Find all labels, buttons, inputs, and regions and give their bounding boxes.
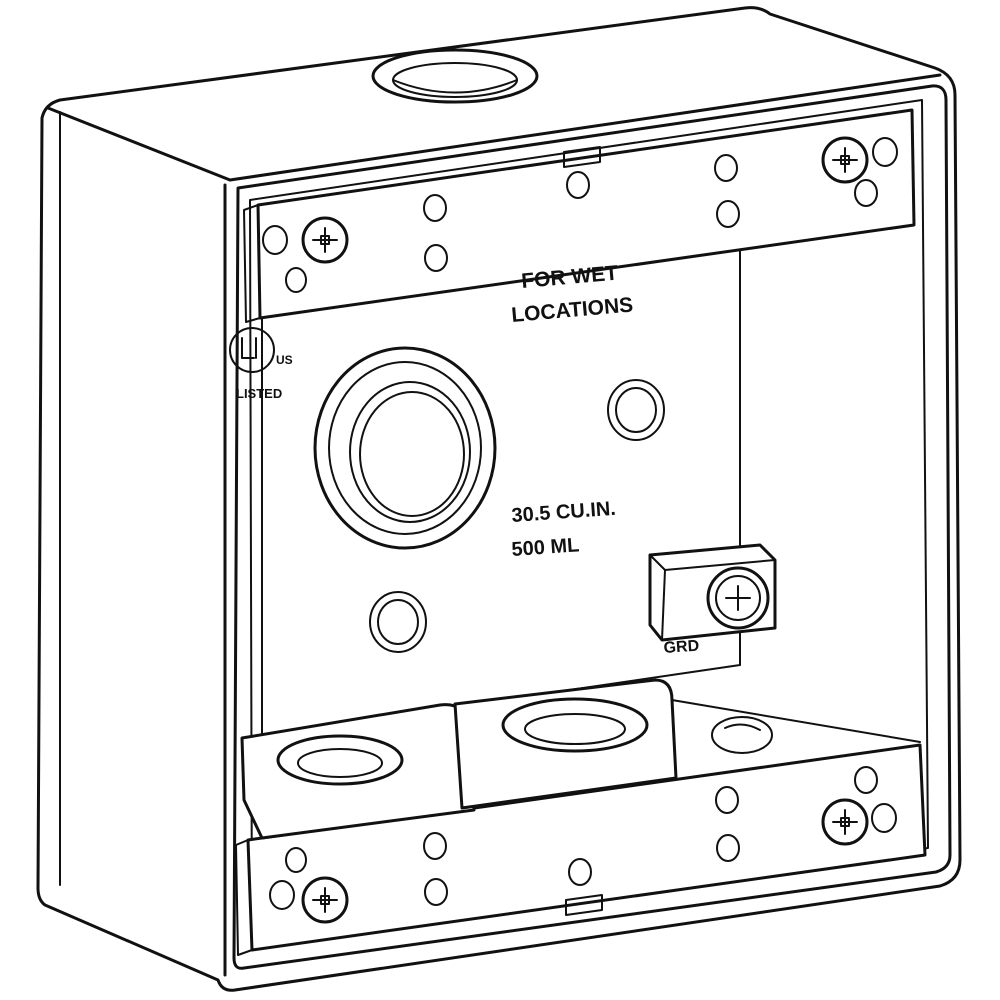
- bottom-mounting-tab: [235, 743, 927, 956]
- opening-inner-rim: [249, 99, 929, 951]
- top-mounting-tab: [243, 108, 916, 323]
- box-top-front-edge: [228, 73, 942, 182]
- ground-screw-icon: [648, 543, 777, 642]
- phillips-screw-icon: [821, 798, 869, 846]
- label-listed: LISTED: [236, 386, 282, 401]
- bottom-tab-holes: [269, 766, 897, 910]
- floor-edge: [671, 699, 921, 743]
- top-threaded-hub: [371, 48, 539, 104]
- top-tab-holes: [262, 137, 898, 293]
- center-knockout: [313, 346, 497, 550]
- phillips-screw-icon: [301, 876, 349, 924]
- back-hole-lower: [369, 591, 427, 653]
- bottom-left-hub: [240, 703, 476, 840]
- label-ml: 500 ML: [511, 534, 580, 561]
- opening-outer-rim: [232, 84, 952, 970]
- ul-listed-mark-icon: [229, 327, 275, 373]
- phillips-screw-icon: [821, 136, 869, 184]
- bottom-right-hub: [453, 678, 678, 810]
- label-grd: GRD: [663, 638, 700, 657]
- floor-ground-clip: [711, 716, 773, 754]
- label-ul-us: US: [276, 353, 293, 367]
- phillips-screw-icon: [301, 216, 349, 264]
- back-hole-right: [607, 379, 665, 441]
- box-top-left-edge: [46, 106, 232, 182]
